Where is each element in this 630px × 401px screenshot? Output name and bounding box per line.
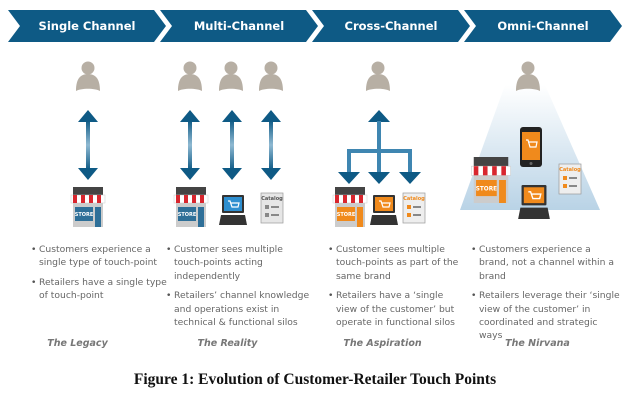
bullet-item: Retailers have a ‘single view of the cus…	[328, 289, 467, 329]
bullet-item: Retailers have a single type of touch-po…	[31, 276, 170, 303]
figure-caption: Figure 1: Evolution of Customer-Retailer…	[133, 371, 497, 388]
customer-icon	[259, 61, 283, 91]
catalog-icon	[558, 163, 582, 195]
double-arrow-icon	[78, 110, 98, 180]
bullet-item: Retailers’ channel knowledge and operati…	[166, 289, 310, 329]
catalog-icon	[260, 192, 284, 224]
store-icon	[470, 157, 512, 203]
stage-label-aspiration: The Aspiration	[343, 338, 422, 349]
chevron-omni-channel: Omni-Channel	[464, 10, 622, 42]
computer-icon	[370, 195, 398, 225]
customer-icon	[366, 61, 390, 91]
phone-icon	[520, 127, 542, 167]
computer-icon	[518, 185, 550, 219]
store-icon	[70, 187, 106, 227]
bullet-item: Customers experience a single type of to…	[31, 243, 170, 270]
double-arrow-icon	[261, 110, 281, 180]
bullet-item: Customer sees multiple touch-points acti…	[166, 243, 310, 283]
customer-icon	[219, 61, 243, 91]
store-icon	[173, 187, 209, 227]
chevron-label: Cross-Channel	[344, 19, 438, 33]
chevron-cross-channel: Cross-Channel	[312, 10, 470, 42]
chevron-label: Single Channel	[38, 19, 136, 33]
chevron-label: Multi-Channel	[193, 19, 285, 33]
store-icon	[332, 187, 368, 227]
bullets-cross-channel: Customer sees multiple touch-points as p…	[327, 243, 467, 335]
bullet-item: Customer sees multiple touch-points as p…	[328, 243, 467, 283]
bullets-single-channel: Customers experience a single type of to…	[30, 243, 170, 309]
bullet-item: Customers experience a brand, not a chan…	[471, 243, 620, 283]
bullets-omni-channel: Customers experience a brand, not a chan…	[470, 243, 620, 349]
chevron-single-channel: Single Channel	[8, 10, 166, 42]
bullets-multi-channel: Customer sees multiple touch-points acti…	[165, 243, 310, 335]
double-arrow-icon	[222, 110, 242, 180]
chevron-multi-channel: Multi-Channel	[160, 10, 318, 42]
customer-icon	[178, 61, 202, 91]
customer-icon	[516, 61, 540, 91]
bullet-item: Retailers leverage their ‘single view of…	[471, 289, 620, 343]
channel-banner: Single Channel Multi-Channel Cross-Chann…	[0, 10, 630, 42]
chevron-label: Omni-Channel	[497, 19, 589, 33]
catalog-icon	[402, 192, 426, 224]
customer-icon	[76, 61, 100, 91]
stage-label-nirvana: The Nirvana	[505, 338, 570, 349]
double-arrow-icon	[180, 110, 200, 180]
illustration-layer: STORE STORE Catalog	[70, 61, 600, 227]
stage-label-legacy: The Legacy	[47, 338, 108, 349]
computer-icon	[219, 195, 247, 225]
branching-arrow-icon	[338, 110, 421, 184]
stage-label-reality: The Reality	[197, 338, 258, 349]
